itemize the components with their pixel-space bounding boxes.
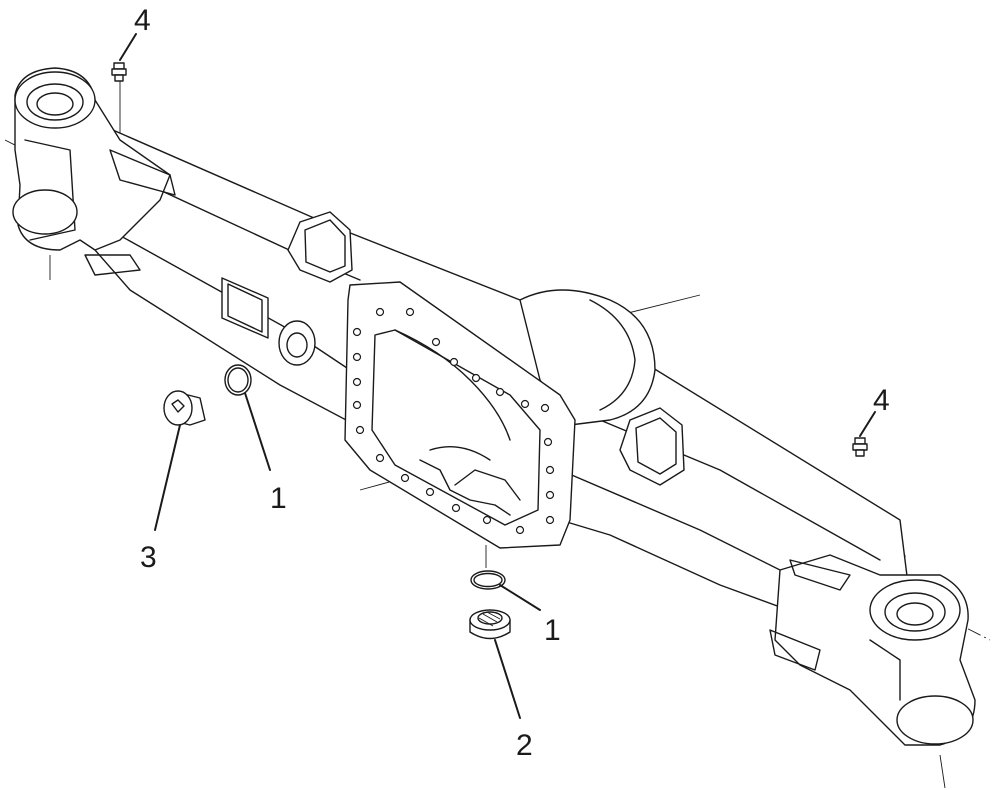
right-knuckle <box>769 554 976 746</box>
fill-plug <box>163 390 206 426</box>
spring-pad-right <box>619 407 685 486</box>
spring-pad-left <box>287 211 353 283</box>
callout-1-lower: 1 <box>544 614 561 647</box>
callout-2: 2 <box>516 729 533 762</box>
callout-4-right: 4 <box>873 384 890 417</box>
callout-1-upper: 1 <box>270 482 287 515</box>
callout-4-top: 4 <box>134 4 151 37</box>
left-knuckle <box>12 67 176 276</box>
grease-fitting-left <box>111 62 127 82</box>
o-ring-seal-upper <box>224 364 252 396</box>
drain-plug <box>469 609 511 640</box>
leader-lines <box>119 33 876 719</box>
carrier-flange <box>344 281 576 549</box>
flange-bolt-holes <box>352 307 555 535</box>
fill-boss <box>278 320 316 366</box>
grease-fitting-right <box>852 437 868 457</box>
callout-3: 3 <box>140 541 157 574</box>
callout-labels: 4 4 1 3 1 2 <box>134 4 890 762</box>
o-ring-seal-lower <box>470 570 506 590</box>
